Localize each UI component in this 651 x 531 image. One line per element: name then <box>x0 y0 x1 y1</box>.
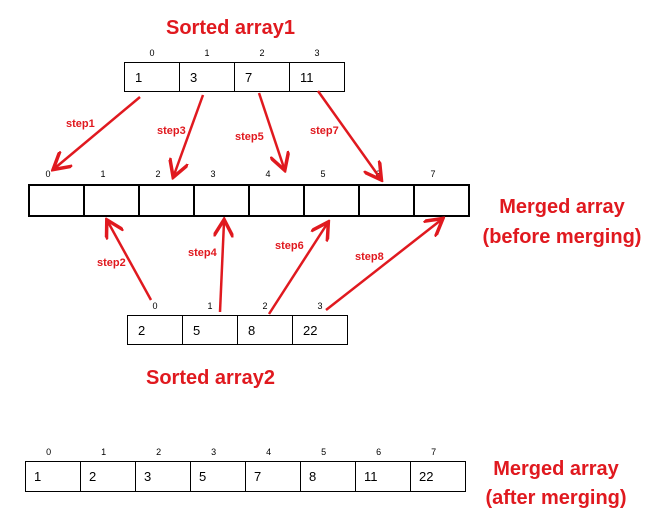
sorted-array2-cell: 0 2 <box>127 301 183 345</box>
index-label: 1 <box>101 447 107 457</box>
index-label: 2 <box>156 447 162 457</box>
index-label: 0 <box>152 301 158 311</box>
cell-value: 11 <box>300 69 314 85</box>
index-label: 3 <box>317 301 323 311</box>
step2-arrow <box>108 222 153 301</box>
merged-after-cell: 7 22 <box>410 447 466 492</box>
index-label: 7 <box>431 447 437 457</box>
merged-after-title: Merged array (after merging) <box>476 455 636 513</box>
step5-arrow <box>257 92 284 168</box>
merged-after-cell: 2 3 <box>135 447 191 492</box>
merged-after-title-line2: (after merging) <box>485 487 627 509</box>
sorted-array1-cell: 0 1 <box>124 48 180 92</box>
merged-before-cell: 7 <box>413 169 470 217</box>
sorted-array2: 0 2 1 5 2 8 3 22 <box>127 301 348 345</box>
step2-label: step2 <box>97 257 126 269</box>
sorted-array1-cell: 3 11 <box>289 48 345 92</box>
cell-value: 3 <box>190 69 198 85</box>
step7-arrow <box>316 90 380 178</box>
cell-value: 2 <box>138 322 146 338</box>
step8-label: step8 <box>355 251 384 263</box>
sorted-array2-title: Sorted array2 <box>146 367 275 389</box>
merged-after-cell: 0 1 <box>25 447 81 492</box>
cell-value: 3 <box>144 469 152 484</box>
index-label: 6 <box>376 447 382 457</box>
merged-before-title: Merged array (before merging) <box>476 192 648 252</box>
index-label: 2 <box>262 301 268 311</box>
sorted-array2-cell: 3 22 <box>292 301 348 345</box>
index-label: 0 <box>46 447 52 457</box>
sorted-array1-cell: 2 7 <box>234 48 290 92</box>
cell-value: 5 <box>193 322 201 338</box>
cell-value: 7 <box>254 469 262 484</box>
index-label: 1 <box>100 169 106 179</box>
cell-value: 5 <box>199 469 207 484</box>
step1-label: step1 <box>66 118 95 130</box>
step5-label: step5 <box>235 131 264 143</box>
index-label: 3 <box>314 48 320 58</box>
sorted-array1-cell: 1 3 <box>179 48 235 92</box>
step7-label: step7 <box>310 125 339 137</box>
merged-after-cell: 1 2 <box>80 447 136 492</box>
cell-value: 7 <box>245 69 253 85</box>
index-label: 3 <box>211 447 217 457</box>
step3-label: step3 <box>157 125 186 137</box>
merged-before-cell: 6 <box>358 169 415 217</box>
merged-before-cell: 5 <box>303 169 360 217</box>
sorted-array1: 0 1 1 3 2 7 3 11 <box>124 48 345 92</box>
index-label: 0 <box>45 169 51 179</box>
merged-before-cell: 3 <box>193 169 250 217</box>
merged-after-cell: 5 8 <box>300 447 356 492</box>
merged-array-before: 0 1 2 3 4 5 6 7 <box>28 169 470 217</box>
step3-arrow <box>174 94 205 175</box>
step1-arrow <box>55 96 141 168</box>
cell-value: 1 <box>34 469 42 484</box>
cell-value: 22 <box>303 322 318 338</box>
index-label: 5 <box>320 169 326 179</box>
merged-after-cell: 4 7 <box>245 447 301 492</box>
merged-after-cell: 6 11 <box>355 447 411 492</box>
sorted-array2-cell: 2 8 <box>237 301 293 345</box>
index-label: 1 <box>204 48 210 58</box>
index-label: 2 <box>259 48 265 58</box>
index-label: 4 <box>266 447 272 457</box>
cell-value: 8 <box>309 469 317 484</box>
index-label: 6 <box>375 169 381 179</box>
sorted-array1-title: Sorted array1 <box>166 17 295 39</box>
merged-after-title-line1: Merged array <box>493 458 619 480</box>
step4-label: step4 <box>188 247 218 259</box>
cell-value: 2 <box>89 469 97 484</box>
merged-before-cell: 0 <box>28 169 85 217</box>
merged-before-cell: 2 <box>138 169 195 217</box>
cell-value: 22 <box>419 469 434 484</box>
merged-before-title-line1: Merged array <box>499 196 625 218</box>
cell-value: 11 <box>364 469 378 484</box>
index-label: 1 <box>207 301 213 311</box>
index-label: 4 <box>265 169 271 179</box>
index-label: 3 <box>210 169 216 179</box>
step8-arrow <box>325 220 441 311</box>
cell-value: 1 <box>135 69 143 85</box>
merged-array-after: 0 1 1 2 2 3 3 5 4 7 5 8 6 11 7 22 <box>25 447 466 492</box>
cell-value: 8 <box>248 322 256 338</box>
sorted-array2-cell: 1 5 <box>182 301 238 345</box>
merged-before-title-line2: (before merging) <box>482 226 642 248</box>
index-label: 7 <box>430 169 436 179</box>
index-label: 5 <box>321 447 327 457</box>
merged-before-cell: 1 <box>83 169 140 217</box>
merged-before-cell: 4 <box>248 169 305 217</box>
step4-arrow <box>220 222 224 313</box>
step6-label: step6 <box>275 240 304 252</box>
index-label: 0 <box>149 48 155 58</box>
index-label: 2 <box>155 169 161 179</box>
merged-after-cell: 3 5 <box>190 447 246 492</box>
